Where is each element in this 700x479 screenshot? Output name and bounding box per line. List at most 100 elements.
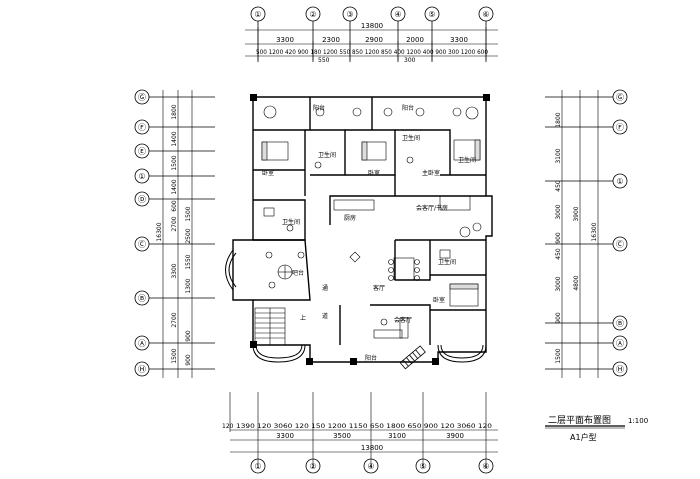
dim-label: 3300 xyxy=(171,263,178,278)
room-label: 卧室 xyxy=(262,169,274,177)
dim-label: 3300 xyxy=(276,432,294,440)
room-label: 道 xyxy=(322,312,328,320)
room-label: 卫生间 xyxy=(318,151,336,159)
axis-label: Ⓗ xyxy=(138,365,146,374)
axis-label: Ⓓ xyxy=(138,195,146,204)
room-label: 会客厅/书房 xyxy=(416,204,448,212)
axis-label: ① xyxy=(254,10,261,19)
room-label: 卧室 xyxy=(368,169,380,177)
dim-label: 3900 xyxy=(446,432,464,440)
right-dims: 1800 3100 3900 4800 1500 16300 450 3000 … xyxy=(555,112,598,363)
axis-label: Ⓕ xyxy=(138,123,146,132)
dim-label: 3000 xyxy=(555,276,562,291)
top-total-dim: 13800 xyxy=(361,22,383,30)
bottom-dims-row1: 3300 3500 3100 3900 xyxy=(276,432,464,440)
dim-label: 450 xyxy=(555,180,562,192)
dim-label: 1800 xyxy=(171,104,178,119)
axis-label: Ⓐ xyxy=(138,339,146,348)
axis-label: ⑥ xyxy=(482,462,489,471)
room-label: 卫生间 xyxy=(402,134,420,142)
dim-label: 1800 xyxy=(555,112,562,127)
dim-label: 1550 xyxy=(185,254,192,269)
staircase xyxy=(254,307,286,346)
top-dims-row2: 500 1200 420 900 180 1200 550 850 1200 8… xyxy=(256,49,488,56)
room-labels: 阳台 阳台 卧室 卫生间 卧室 卫生间 主卧室 卫生间 厨房 会客厅/书房 卫生… xyxy=(262,104,476,362)
axis-label: ④ xyxy=(394,10,401,19)
dim-label: 16300 xyxy=(591,222,598,241)
axis-label: Ⓐ xyxy=(616,339,624,348)
axis-label: Ⓒ xyxy=(616,240,624,249)
dim-label: 1500 xyxy=(185,206,192,221)
dim-label: 900 xyxy=(185,354,192,366)
room-label: 客厅 xyxy=(373,284,385,292)
room-label: 阳台 xyxy=(365,354,377,362)
dim-label: 4800 xyxy=(573,275,580,290)
dim-label: 1400 xyxy=(171,131,178,146)
axis-label: ⑥ xyxy=(482,10,489,19)
axis-label: Ⓗ xyxy=(616,365,624,374)
dim-label: 900 xyxy=(555,312,562,324)
bottom-axis-labels: ① ② ④ ⑤ ⑥ xyxy=(254,462,489,471)
dim-label: 3100 xyxy=(555,148,562,163)
bottom-axis-markers xyxy=(250,458,494,474)
right-axis-labels: Ⓖ Ⓕ ① Ⓒ Ⓑ Ⓐ Ⓗ xyxy=(616,93,624,374)
axis-label: Ⓔ xyxy=(138,147,146,156)
room-label: 卧室 xyxy=(433,296,445,304)
dim-label: 3300 xyxy=(450,36,468,44)
room-label: 通 xyxy=(322,284,328,292)
axis-label: ⑤ xyxy=(419,462,426,471)
axis-label: ② xyxy=(309,462,316,471)
dim-label: 16300 xyxy=(156,222,163,241)
axis-label: Ⓑ xyxy=(138,294,146,303)
dim-label: 1300 xyxy=(185,278,192,293)
room-label: 会客厅 xyxy=(394,316,412,324)
dim-label: 3500 xyxy=(333,432,351,440)
room-label: 卫生间 xyxy=(282,218,300,226)
dim-label: 2900 xyxy=(365,36,383,44)
dim-label: 1500 xyxy=(555,348,562,363)
axis-label: ③ xyxy=(346,10,353,19)
dim-label: 600 xyxy=(171,200,178,212)
dim-label: 450 xyxy=(555,248,562,260)
drawing-title: 二层平面布置图 xyxy=(548,414,611,426)
left-dimension-lines xyxy=(162,90,193,378)
dim-label: 550 xyxy=(318,57,330,64)
room-label: 厨房 xyxy=(344,214,356,222)
dim-label: 1400 xyxy=(171,179,178,194)
bay-windows xyxy=(225,249,487,363)
room-label: 主卧室 xyxy=(422,169,440,177)
bottom-dims-row2: 1390 120 3060 120 150 1200 1150 650 1800… xyxy=(236,423,492,430)
room-label: 上 xyxy=(300,314,306,322)
exterior-stair xyxy=(399,345,426,370)
room-label: 阳台 xyxy=(402,104,414,112)
axis-label: ① xyxy=(254,462,261,471)
axis-label: Ⓖ xyxy=(138,93,146,102)
dim-label: 2000 xyxy=(406,36,424,44)
right-dimension-lines xyxy=(561,90,599,378)
axis-label: ① xyxy=(616,177,623,186)
room-label: 吧台 xyxy=(292,269,304,277)
dim-label: 3300 xyxy=(276,36,294,44)
dim-label: 1500 xyxy=(171,155,178,170)
axis-label: ① xyxy=(138,172,145,181)
room-label: 卫生间 xyxy=(438,258,456,266)
dim-label: 2700 xyxy=(171,312,178,327)
dim-label: 2300 xyxy=(322,36,340,44)
dim-label: 1500 xyxy=(171,348,178,363)
axis-label: ④ xyxy=(367,462,374,471)
drawing-scale: 1:100 xyxy=(628,417,648,425)
axis-label: Ⓕ xyxy=(616,123,624,132)
axis-label: ⑤ xyxy=(428,10,435,19)
axis-label: Ⓒ xyxy=(138,240,146,249)
axis-label: Ⓖ xyxy=(616,93,624,102)
columns xyxy=(250,94,490,365)
room-label: 卫生间 xyxy=(458,156,476,164)
top-dimension-lines xyxy=(245,27,498,60)
title-block: 二层平面布置图 1:100 A1户型 xyxy=(545,414,648,442)
left-dims: 16300 1800 1400 1500 1400 600 2700 3300 … xyxy=(156,104,192,366)
dim-label: 3900 xyxy=(573,206,580,221)
dim-label: 300 xyxy=(404,57,416,64)
dim-label: 900 xyxy=(185,330,192,342)
dim-label: 2500 xyxy=(185,228,192,243)
